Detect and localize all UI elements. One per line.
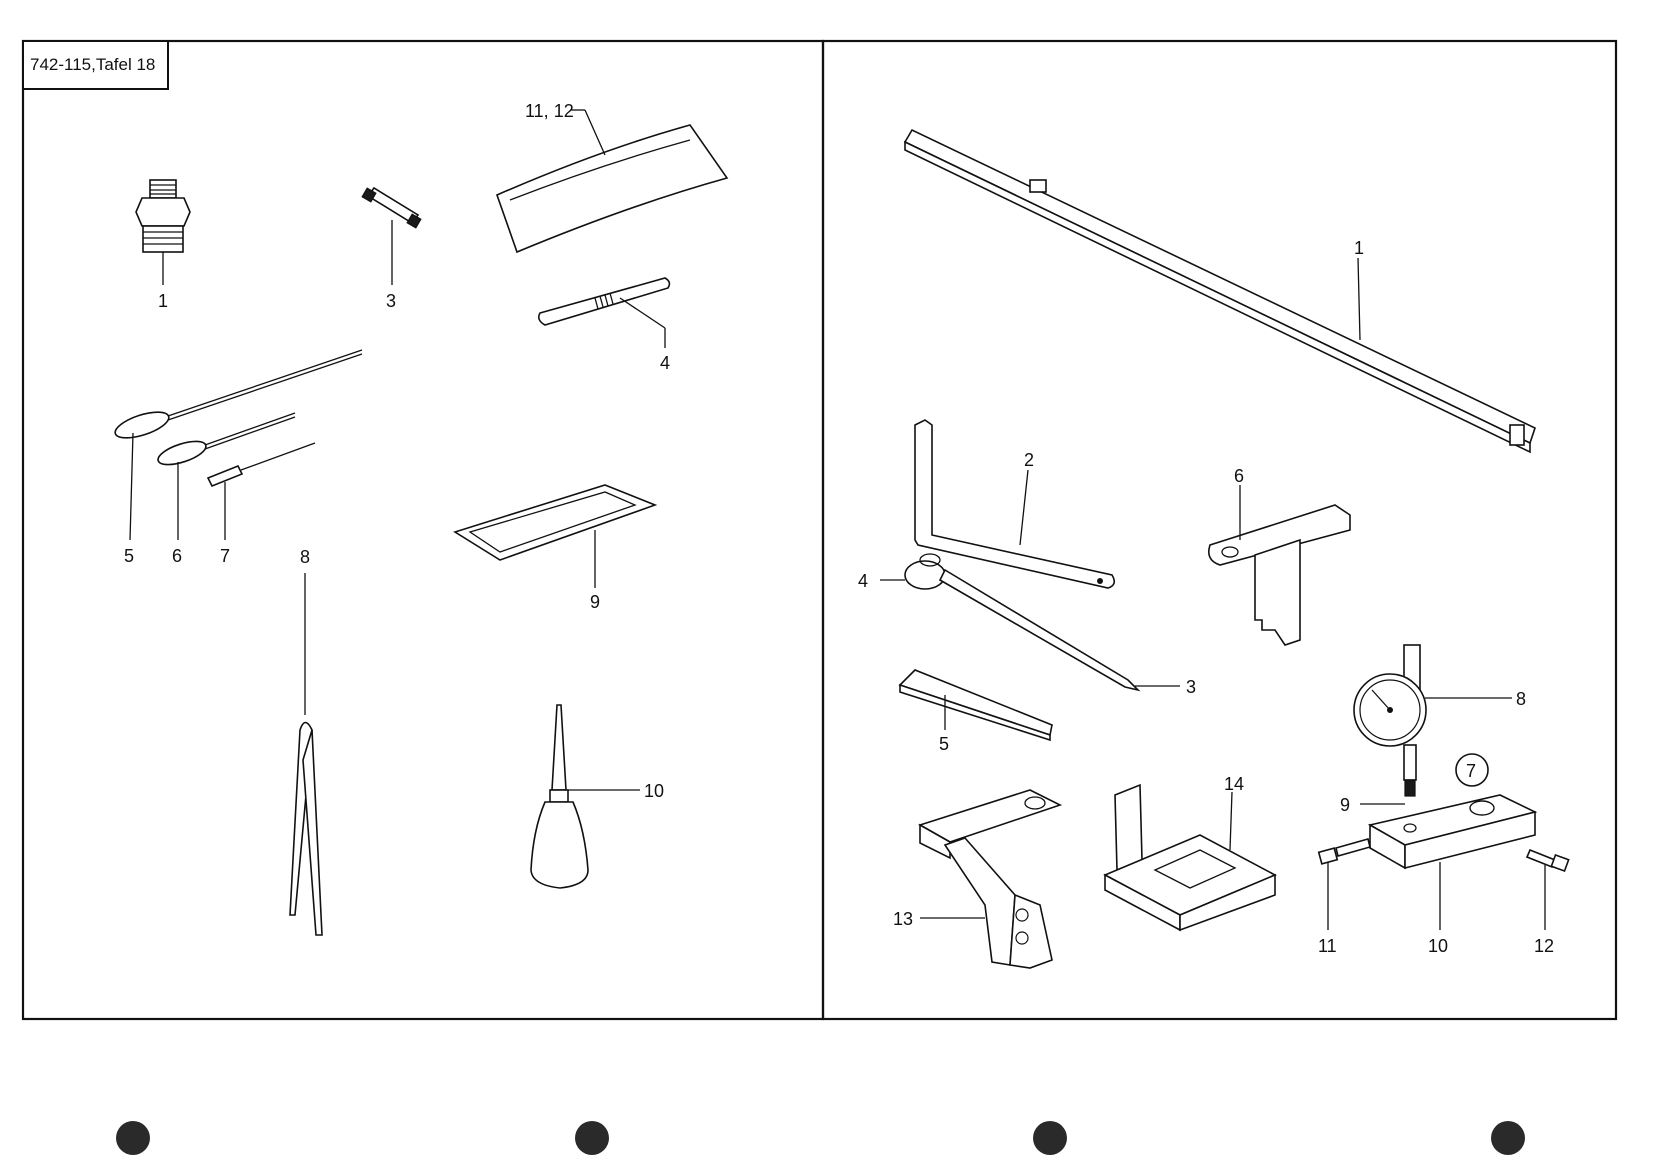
left-part-3-fuse: 3 — [362, 188, 421, 311]
right-label-11: 11 — [1318, 936, 1337, 956]
left-label-11-12: 11, 12 — [525, 101, 574, 121]
left-label-4: 4 — [660, 353, 670, 373]
left-label-9: 9 — [590, 592, 600, 612]
right-label-4: 4 — [858, 571, 868, 591]
left-part-10-oil-bottle: 10 — [531, 705, 664, 888]
right-part-2-bent-bar: 2 — [915, 420, 1114, 588]
left-label-5: 5 — [124, 546, 134, 566]
plate-title: 742-115,Tafel 18 — [30, 55, 155, 74]
punch-hole — [116, 1121, 150, 1155]
right-part-6-bracket: 6 — [1209, 466, 1350, 645]
left-part-8-tweezers: 8 — [290, 547, 322, 935]
punch-holes — [116, 1121, 1525, 1155]
left-label-10: 10 — [644, 781, 664, 801]
left-part-4-pin: 4 — [539, 278, 670, 373]
left-label-8: 8 — [300, 547, 310, 567]
right-label-6: 6 — [1234, 466, 1244, 486]
left-label-6: 6 — [172, 546, 182, 566]
right-part-13-arm: 13 — [893, 790, 1060, 968]
right-part-4-collar: 4 — [858, 554, 945, 591]
right-label-1: 1 — [1354, 238, 1364, 258]
left-panel-frame — [23, 41, 823, 1019]
right-label-12: 12 — [1534, 936, 1554, 956]
plate-title-box: 742-115,Tafel 18 — [23, 41, 168, 89]
right-part-14-frame-plate: 14 — [1105, 774, 1275, 930]
punch-hole — [575, 1121, 609, 1155]
right-part-1-rail: 1 — [905, 130, 1535, 452]
right-label-3: 3 — [1186, 677, 1196, 697]
right-label-9: 9 — [1340, 795, 1350, 815]
left-part-11-12-bag: 11, 12 — [497, 101, 727, 252]
right-label-2: 2 — [1024, 450, 1034, 470]
left-label-1: 1 — [158, 291, 168, 311]
right-part-10-block: 10 — [1370, 795, 1535, 956]
punch-hole — [1491, 1121, 1525, 1155]
right-part-9-tip: 9 — [1340, 780, 1415, 815]
right-label-7: 7 — [1466, 761, 1476, 781]
left-part-7-screwdriver: 7 — [208, 443, 315, 566]
left-part-5-screwdriver: 5 — [112, 350, 362, 566]
right-part-3-rod: 3 — [940, 570, 1196, 697]
right-label-5: 5 — [939, 734, 949, 754]
right-callout-7-circled: 7 — [1456, 754, 1488, 786]
left-label-7: 7 — [220, 546, 230, 566]
left-label-3: 3 — [386, 291, 396, 311]
right-part-11-screw: 11 — [1318, 839, 1370, 956]
right-label-14: 14 — [1224, 774, 1244, 794]
right-part-8-dial-indicator: 8 — [1354, 645, 1526, 780]
left-part-1-adapter: 1 — [136, 180, 190, 311]
punch-hole — [1033, 1121, 1067, 1155]
right-part-12-screw: 12 — [1527, 850, 1569, 956]
left-part-9-sachet: 9 — [455, 485, 655, 612]
right-label-13: 13 — [893, 909, 913, 929]
right-label-10: 10 — [1428, 936, 1448, 956]
right-part-5-angle-plate: 5 — [900, 670, 1052, 754]
right-label-8: 8 — [1516, 689, 1526, 709]
